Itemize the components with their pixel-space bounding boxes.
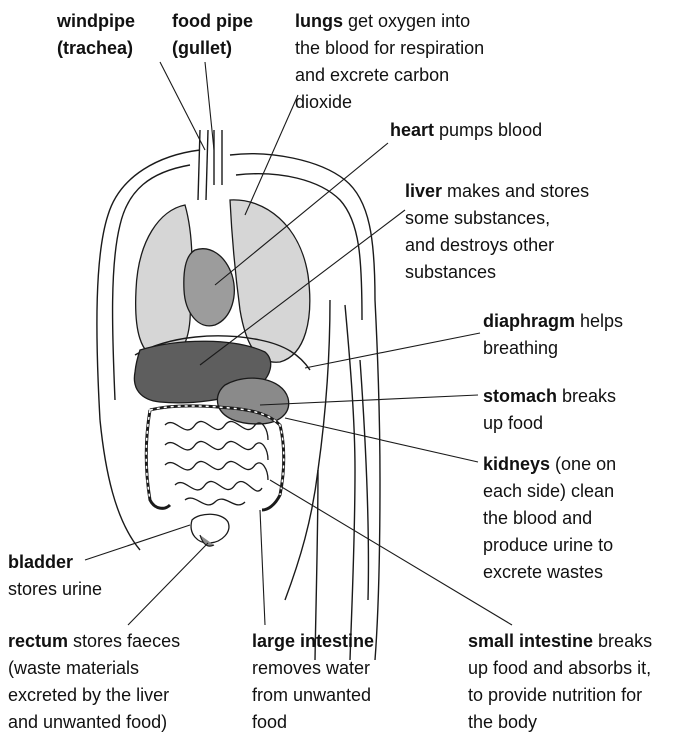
heart-term: heart xyxy=(390,120,434,140)
small-intestine-term: small intestine xyxy=(468,631,593,651)
windpipe-line2: (trachea) xyxy=(57,35,135,62)
kidneys-desc3: the blood and xyxy=(483,505,616,532)
small-intestine-desc4: the body xyxy=(468,709,652,736)
lungs-desc4: dioxide xyxy=(295,89,484,116)
foodpipe-term: food pipe xyxy=(172,8,253,35)
rectum-desc3: excreted by the liver xyxy=(8,682,180,709)
bladder-term: bladder xyxy=(8,549,102,576)
small-intestine-desc1: breaks xyxy=(593,631,652,651)
stomach-term: stomach xyxy=(483,386,557,406)
label-liver: liver makes and stores some substances, … xyxy=(405,178,589,286)
lungs-term: lungs xyxy=(295,11,343,31)
liver-desc4: substances xyxy=(405,259,589,286)
label-small-intestine: small intestine breaks up food and absor… xyxy=(468,628,652,736)
small-intestine-shape xyxy=(165,421,268,504)
foodpipe-line2: (gullet) xyxy=(172,35,253,62)
label-diaphragm: diaphragm helps breathing xyxy=(483,308,623,362)
lungs-desc1: get oxygen into xyxy=(343,11,470,31)
label-windpipe: windpipe (trachea) xyxy=(57,8,135,62)
lungs-desc3: and excrete carbon xyxy=(295,62,484,89)
liver-desc1: makes and stores xyxy=(442,181,589,201)
diaphragm-desc2: breathing xyxy=(483,335,623,362)
bladder-desc2: stores urine xyxy=(8,576,102,603)
small-intestine-desc3: to provide nutrition for xyxy=(468,682,652,709)
kidneys-term: kidneys xyxy=(483,454,550,474)
label-large-intestine: large intestine removes water from unwan… xyxy=(252,628,374,736)
rectum-desc4: and unwanted food) xyxy=(8,709,180,736)
right-lung xyxy=(230,200,310,362)
lungs-desc2: the blood for respiration xyxy=(295,35,484,62)
label-lungs: lungs get oxygen into the blood for resp… xyxy=(295,8,484,116)
label-rectum: rectum stores faeces (waste materials ex… xyxy=(8,628,180,736)
liver-desc2: some substances, xyxy=(405,205,589,232)
liver-desc3: and destroys other xyxy=(405,232,589,259)
stomach-shape xyxy=(217,378,288,424)
large-intestine-desc3: from unwanted xyxy=(252,682,374,709)
small-intestine-desc2: up food and absorbs it, xyxy=(468,655,652,682)
heart-desc1: pumps blood xyxy=(434,120,542,140)
large-intestine-term: large intestine xyxy=(252,628,374,655)
rectum-term: rectum xyxy=(8,631,68,651)
kidneys-desc1: (one on xyxy=(550,454,616,474)
kidneys-desc4: produce urine to xyxy=(483,532,616,559)
rectum-desc1: stores faeces xyxy=(68,631,180,651)
large-intestine-desc4: food xyxy=(252,709,374,736)
liver-term: liver xyxy=(405,181,442,201)
stomach-desc2: up food xyxy=(483,410,616,437)
label-foodpipe: food pipe (gullet) xyxy=(172,8,253,62)
diaphragm-term: diaphragm xyxy=(483,311,575,331)
label-bladder: bladder stores urine xyxy=(8,549,102,603)
stomach-desc1: breaks xyxy=(557,386,616,406)
label-kidneys: kidneys (one on each side) clean the blo… xyxy=(483,451,616,586)
label-heart: heart pumps blood xyxy=(390,117,542,144)
heart-shape xyxy=(184,249,234,326)
windpipe-term: windpipe xyxy=(57,8,135,35)
label-stomach: stomach breaks up food xyxy=(483,383,616,437)
diaphragm-desc1: helps xyxy=(575,311,623,331)
bladder-shape xyxy=(191,514,229,543)
rectum-desc2: (waste materials xyxy=(8,655,180,682)
kidneys-desc5: excrete wastes xyxy=(483,559,616,586)
kidneys-desc2: each side) clean xyxy=(483,478,616,505)
large-intestine-desc2: removes water xyxy=(252,655,374,682)
